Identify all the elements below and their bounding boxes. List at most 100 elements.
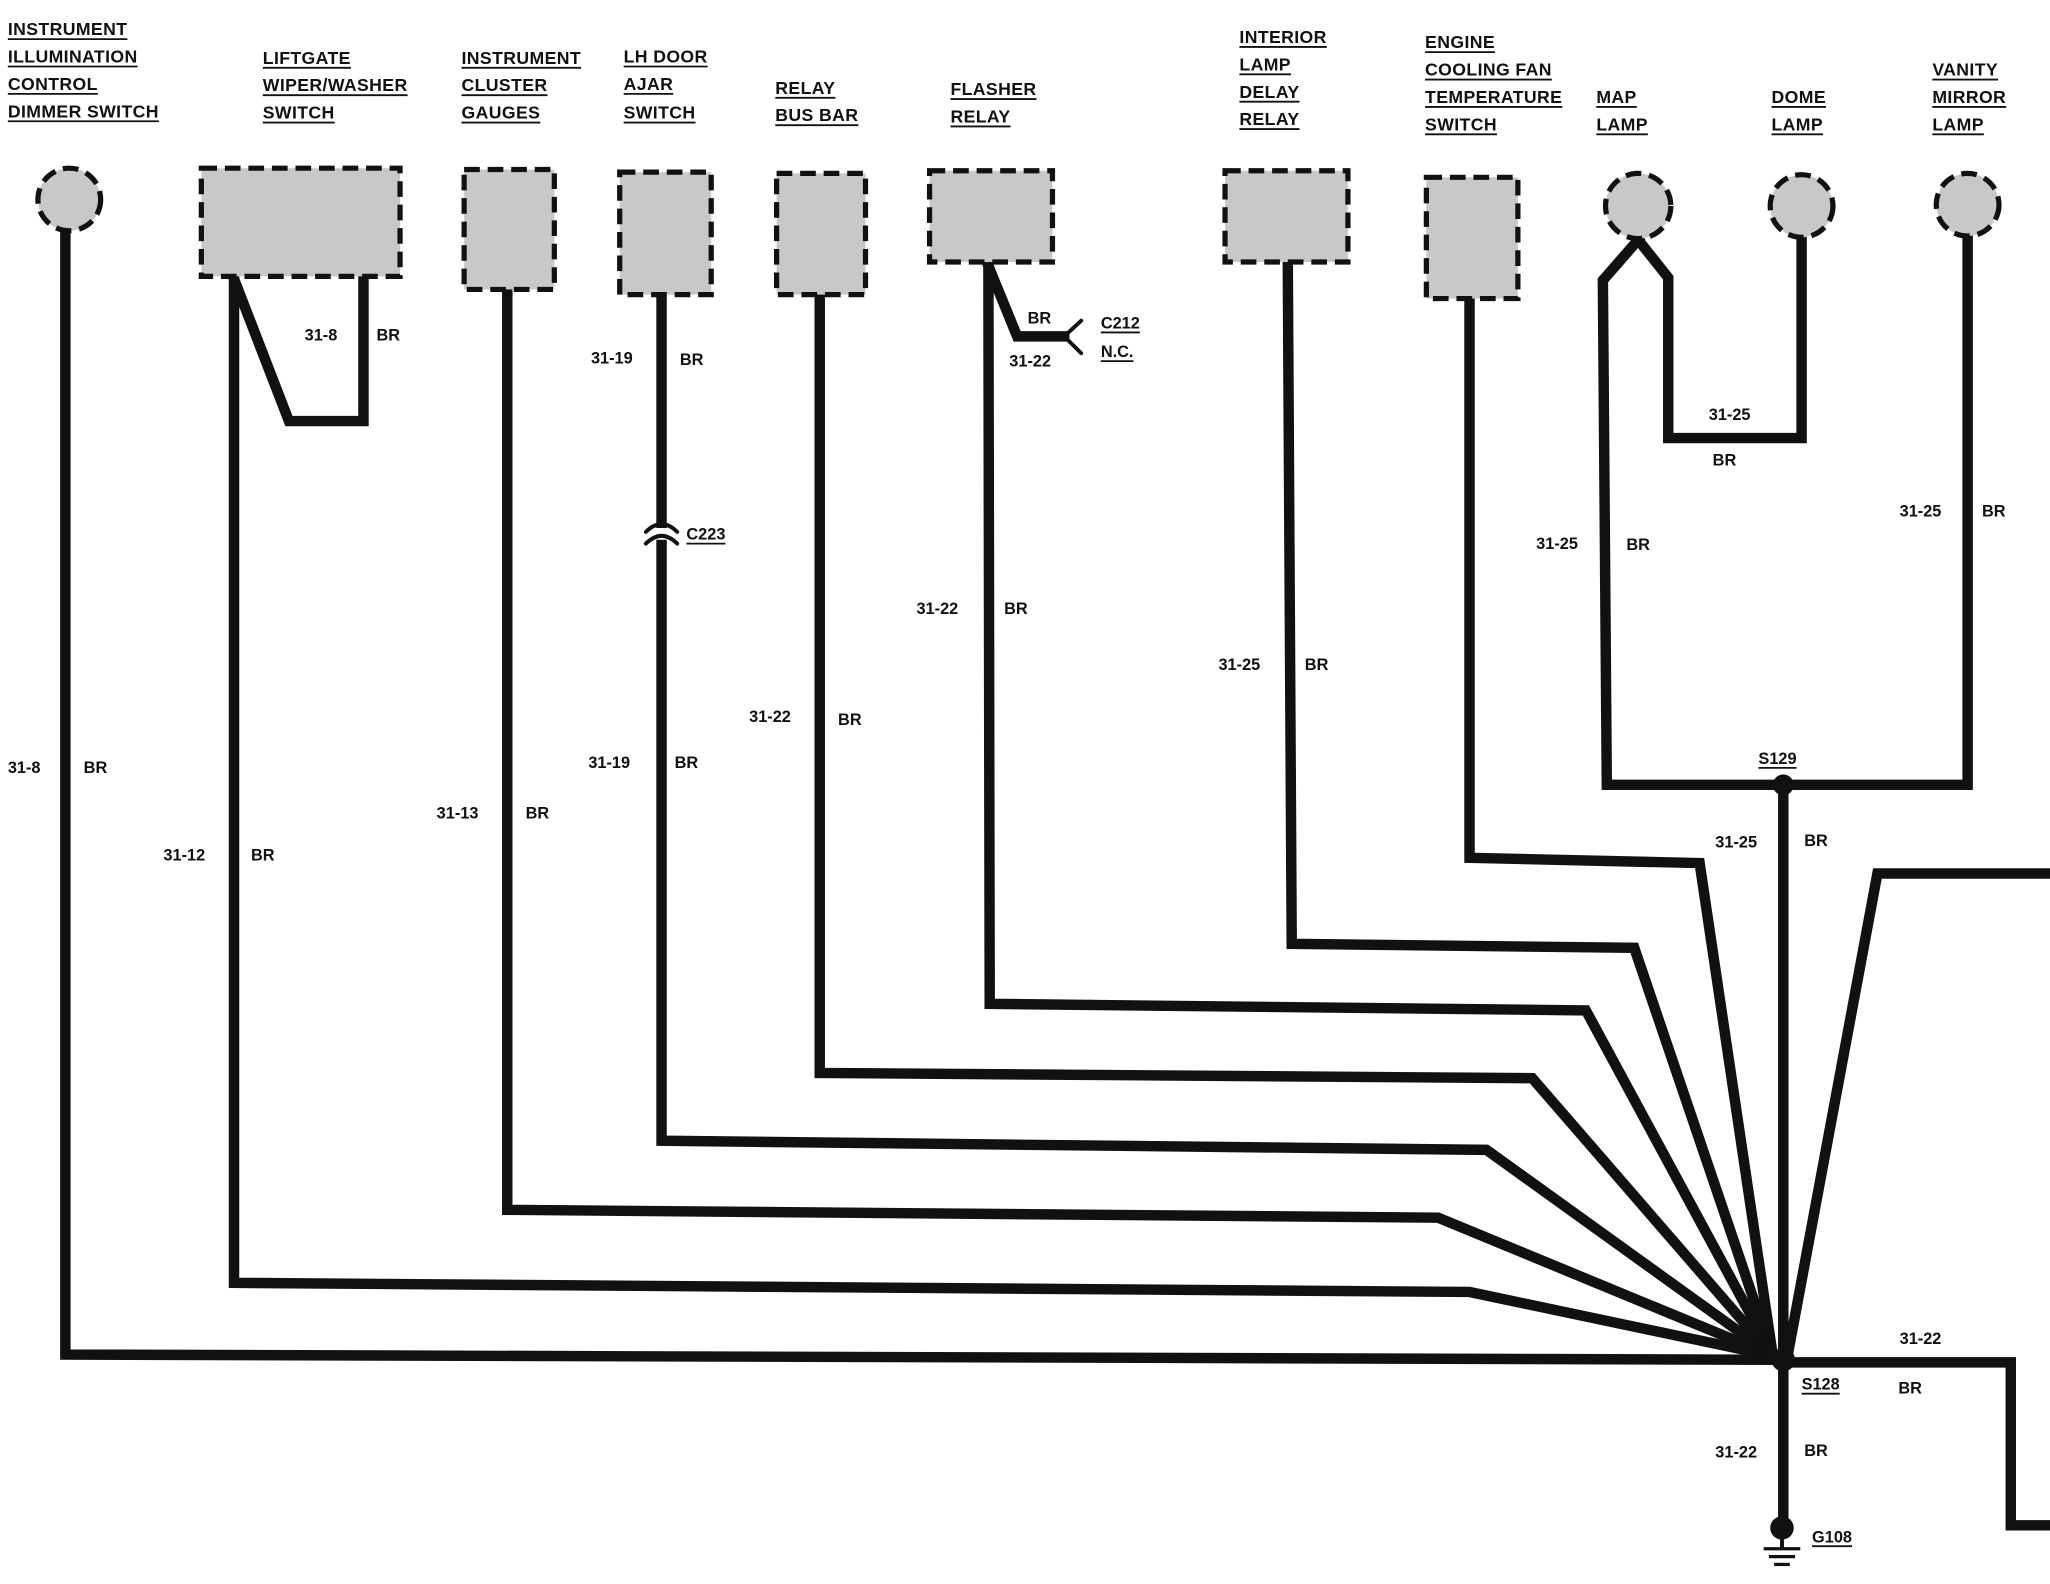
instrument-cluster-label: CLUSTER <box>462 75 548 95</box>
liftgate-switch-label: LIFTGATE <box>263 48 351 68</box>
relay-bus-bar-label: BUS BAR <box>775 105 858 125</box>
wire-color: BR <box>84 759 108 777</box>
connector-c212-note: N.C. <box>1101 343 1134 361</box>
flasher-relay-label: FLASHER <box>950 79 1036 99</box>
wire-labels: 31-8 BR 31-8 BR 31-12 BR 31-13 BR 31-19 … <box>8 309 2006 1461</box>
wire-relay-bus-bar <box>814 289 1781 1364</box>
circuit-number: 31-22 <box>1715 1444 1757 1462</box>
wire-map-lamp <box>1597 232 1789 791</box>
wire-color: BR <box>675 754 699 772</box>
dome-lamp-symbol <box>1767 172 1836 240</box>
vanity-lamp-label: LAMP <box>1932 114 1984 134</box>
vanity-lamp-label: VANITY <box>1932 60 1998 80</box>
wire-color: BR <box>680 351 704 369</box>
dimmer-switch-label: DIMMER SWITCH <box>8 101 159 121</box>
liftgate-switch-label: WIPER/WASHER <box>263 75 408 95</box>
circuit-number: 31-13 <box>437 805 479 823</box>
fan-temp-switch-label: SWITCH <box>1425 114 1497 134</box>
circuit-number: 31-19 <box>588 754 630 772</box>
lamp-delay-relay-label: RELAY <box>1239 109 1299 129</box>
circuit-number: 31-25 <box>1900 502 1942 520</box>
relay-bus-bar-label: RELAY <box>775 78 835 98</box>
lamp-delay-relay-symbol <box>1222 168 1351 265</box>
wire-color: BR <box>1982 502 2006 520</box>
liftgate-switch-label: SWITCH <box>263 103 335 123</box>
map-lamp-symbol <box>1602 170 1674 242</box>
wire-color: BR <box>1713 451 1737 469</box>
circuit-number: 31-22 <box>1009 352 1051 370</box>
wire-color: BR <box>1804 1442 1828 1460</box>
wire-color: BR <box>1804 832 1828 850</box>
circuit-number: 31-25 <box>1536 535 1578 553</box>
dimmer-switch-label: CONTROL <box>8 74 98 94</box>
instrument-cluster-label: GAUGES <box>462 103 541 123</box>
wire-lamp-delay-relay <box>1282 256 1780 1363</box>
splice-s128-label: S128 <box>1802 1376 1840 1394</box>
label-underlines <box>7 38 2007 1548</box>
wire-dimmer-switch <box>60 226 1779 1365</box>
instrument-cluster-symbol <box>461 166 557 293</box>
lh-door-switch-label: SWITCH <box>624 103 696 123</box>
dome-lamp-label: DOME <box>1772 87 1826 107</box>
dimmer-switch-label: ILLUMINATION <box>8 47 138 67</box>
splice-s128 <box>1771 1348 1796 1372</box>
wire-lh-door-lower <box>656 539 1781 1364</box>
circuit-number: 31-25 <box>1709 406 1751 424</box>
flasher-relay-label: RELAY <box>950 107 1010 127</box>
ground-g108-label: G108 <box>1812 1528 1852 1546</box>
relay-bus-bar-symbol <box>773 170 869 298</box>
connector-c212-label: C212 <box>1101 315 1140 333</box>
wire-vanity-lamp <box>1778 232 1973 791</box>
wire-color: BR <box>251 846 275 864</box>
circuit-number: 31-8 <box>8 759 41 777</box>
circuit-number: 31-25 <box>1218 656 1260 674</box>
map-lamp-label: LAMP <box>1596 114 1648 134</box>
connector-labels: C223 C212 N.C. S129 S128 G108 <box>686 315 1852 1547</box>
wire-dome-loop <box>1630 232 1807 444</box>
vanity-lamp-symbol <box>1933 170 2002 239</box>
wire-color: BR <box>377 326 401 344</box>
fan-temp-switch-symbol <box>1423 174 1521 302</box>
connector-c223-label: C223 <box>686 526 725 544</box>
wire-color: BR <box>1898 1380 1922 1398</box>
circuit-number: 31-22 <box>1900 1330 1942 1348</box>
circuit-number: 31-19 <box>591 350 633 368</box>
wire-liftgate-switch <box>228 273 1780 1363</box>
vanity-lamp-label: MIRROR <box>1932 87 2006 107</box>
wire-color: BR <box>1004 600 1028 618</box>
wire-color: BR <box>1028 309 1052 327</box>
map-lamp-label: MAP <box>1596 87 1636 107</box>
splice-s129-label: S129 <box>1758 750 1796 768</box>
wires <box>60 226 2050 1531</box>
component-labels: INSTRUMENT ILLUMINATION CONTROL DIMMER S… <box>8 19 2006 134</box>
wire-liftgate-loop <box>227 271 369 427</box>
circuit-number: 31-22 <box>916 600 958 618</box>
fan-temp-switch-label: ENGINE <box>1425 32 1495 52</box>
wire-instrument-cluster <box>502 284 1780 1363</box>
wire-fan-temp-switch <box>1464 293 1779 1362</box>
dome-lamp-label: LAMP <box>1772 114 1824 134</box>
dimmer-switch-label: INSTRUMENT <box>8 19 128 39</box>
instrument-cluster-label: INSTRUMENT <box>462 48 582 68</box>
lamp-delay-relay-label: LAMP <box>1239 54 1291 74</box>
fan-temp-switch-label: TEMPERATURE <box>1425 87 1562 107</box>
components <box>35 165 2002 302</box>
lamp-delay-relay-label: DELAY <box>1239 82 1299 102</box>
wire-color: BR <box>838 711 862 729</box>
flasher-relay-symbol <box>926 168 1056 265</box>
circuit-number: 31-12 <box>163 846 205 864</box>
fan-temp-switch-label: COOLING FAN <box>1425 60 1552 80</box>
lamp-delay-relay-label: INTERIOR <box>1239 27 1326 47</box>
lh-door-switch-symbol <box>617 169 714 298</box>
splice-s129 <box>1772 774 1794 796</box>
circuit-number: 31-22 <box>749 708 791 726</box>
dimmer-switch-symbol <box>35 165 104 234</box>
wire-color: BR <box>1626 536 1650 554</box>
wire-color: BR <box>526 805 550 823</box>
connector-c223-symbol <box>643 522 680 546</box>
wire-s128-right <box>1778 1357 2050 1531</box>
circuit-number: 31-8 <box>305 326 338 344</box>
connector-c212-symbol <box>1062 318 1084 356</box>
circuit-number: 31-25 <box>1715 833 1757 851</box>
